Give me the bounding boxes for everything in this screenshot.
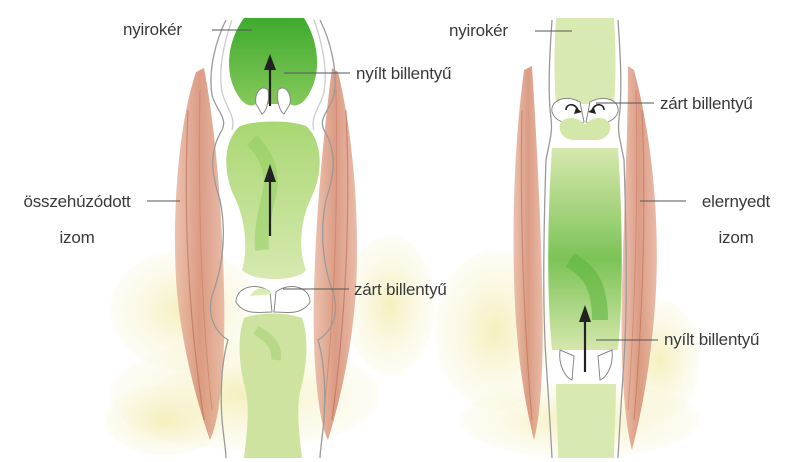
contracted-muscle-label-line2: izom [12, 227, 142, 248]
left-closed-valve-label: zárt billentyű [354, 279, 447, 300]
relaxed-muscle-label-line2: izom [686, 227, 786, 248]
left-closed-valve [236, 287, 310, 313]
right-lymph-vessel-label: nyirokér [449, 20, 508, 41]
left-vessel-lower-segment [240, 314, 307, 459]
right-open-valve-label: nyílt billentyű [664, 329, 759, 350]
contracted-muscle-label-line1: összehúzódott [12, 191, 142, 212]
left-vessel-middle-segment [226, 122, 319, 280]
left-lymph-vessel-label: nyirokér [123, 19, 182, 40]
left-open-valve-label: nyílt billentyű [356, 63, 451, 84]
right-closed-valve-label: zárt billentyű [660, 93, 753, 114]
right-closed-valve [552, 98, 618, 140]
relaxed-muscle-label-line1: elernyedt [686, 191, 786, 212]
